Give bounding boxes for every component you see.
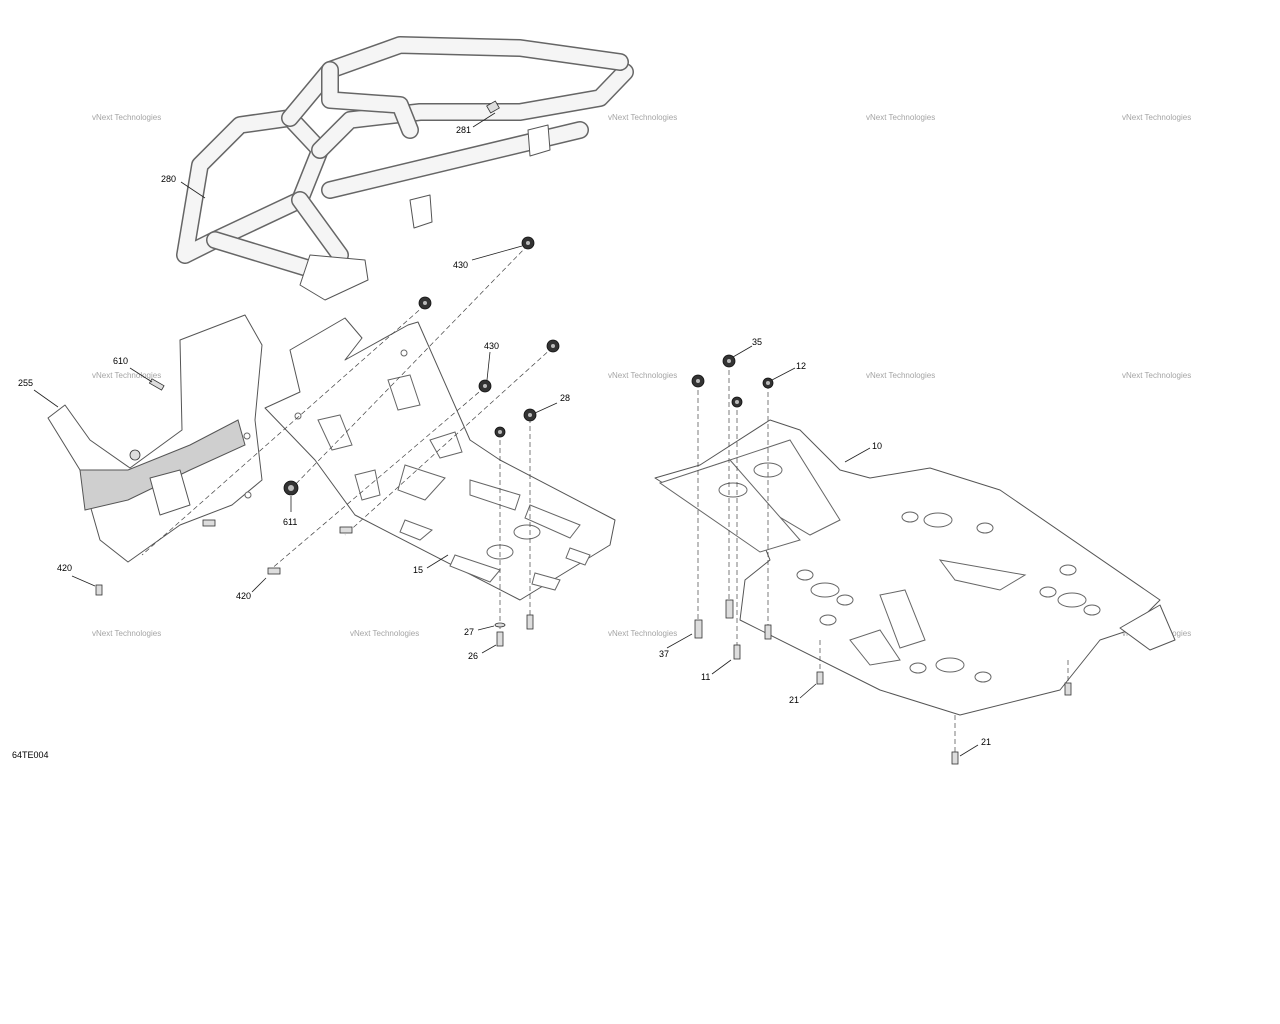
callout-420: 420 <box>57 563 72 573</box>
alignment-lines <box>141 244 1069 758</box>
nut-430-low <box>478 379 492 393</box>
nut-12b <box>731 396 743 408</box>
watermark: vNext Technologies <box>866 371 935 380</box>
bolt-420 <box>202 519 216 527</box>
callout-26: 26 <box>468 651 478 661</box>
spacer-611 <box>283 480 299 496</box>
callout-27: 27 <box>464 627 474 637</box>
watermark: vNext Technologies <box>92 113 161 122</box>
bolt-26 <box>496 631 504 647</box>
watermark: vNext Technologies <box>92 629 161 638</box>
callout-35: 35 <box>752 337 762 347</box>
callout-430: 430 <box>453 260 468 270</box>
bolt-420 <box>95 584 103 596</box>
callout-12: 12 <box>796 361 806 371</box>
callout-37: 37 <box>659 649 669 659</box>
bolt-420 <box>267 567 281 575</box>
skid-plate-15 <box>243 317 616 601</box>
bolt-37 <box>694 619 703 639</box>
skid-plate-10 <box>654 419 1176 716</box>
callout-611: 611 <box>283 517 297 527</box>
bolt-420 <box>339 526 353 534</box>
fasteners <box>95 100 1072 765</box>
callout-labels: 280 281 430 430 610 255 611 420 420 15 2… <box>18 125 991 747</box>
watermark: vNext Technologies <box>608 629 677 638</box>
leader-lines <box>33 112 979 757</box>
callout-28: 28 <box>560 393 570 403</box>
callout-11: 11 <box>701 672 710 682</box>
watermark: vNext Technologies <box>92 371 161 380</box>
nut-35 <box>722 354 736 368</box>
nut-28b <box>494 426 506 438</box>
callout-15: 15 <box>413 565 423 575</box>
callout-281: 281 <box>456 125 471 135</box>
nut-430-top <box>521 236 535 250</box>
bolt-281 <box>486 100 500 114</box>
bolt-11 <box>733 644 741 660</box>
bolt-11 <box>764 624 772 640</box>
callout-21: 21 <box>789 695 799 705</box>
callout-280: 280 <box>161 174 176 184</box>
nut-430-left <box>418 296 432 310</box>
watermark: vNext Technologies <box>866 113 935 122</box>
callout-420: 420 <box>236 591 251 601</box>
front-guard-255 <box>47 314 263 563</box>
bolt-21 <box>1064 682 1072 696</box>
bolt-37 <box>725 599 734 619</box>
callout-255: 255 <box>18 378 33 388</box>
bolt-21 <box>816 671 824 685</box>
nut-12 <box>762 377 774 389</box>
washer-27 <box>494 622 506 628</box>
bolt-21 <box>951 751 959 765</box>
watermark: vNext Technologies <box>1122 113 1191 122</box>
bumper-280 <box>176 36 634 301</box>
callout-430: 430 <box>484 341 499 351</box>
watermark: vNext Technologies <box>350 629 419 638</box>
callout-21: 21 <box>981 737 991 747</box>
watermark: vNext Technologies <box>1122 371 1191 380</box>
callout-10: 10 <box>872 441 882 451</box>
bolt-26 <box>526 614 534 630</box>
watermark: vNext Technologies <box>608 113 677 122</box>
nut-430-mid <box>546 339 560 353</box>
callout-610: 610 <box>113 356 128 366</box>
figure-id: 64TE004 <box>12 750 49 760</box>
nut-28 <box>523 408 537 422</box>
watermark: vNext Technologies <box>608 371 677 380</box>
nut-35b <box>691 374 705 388</box>
